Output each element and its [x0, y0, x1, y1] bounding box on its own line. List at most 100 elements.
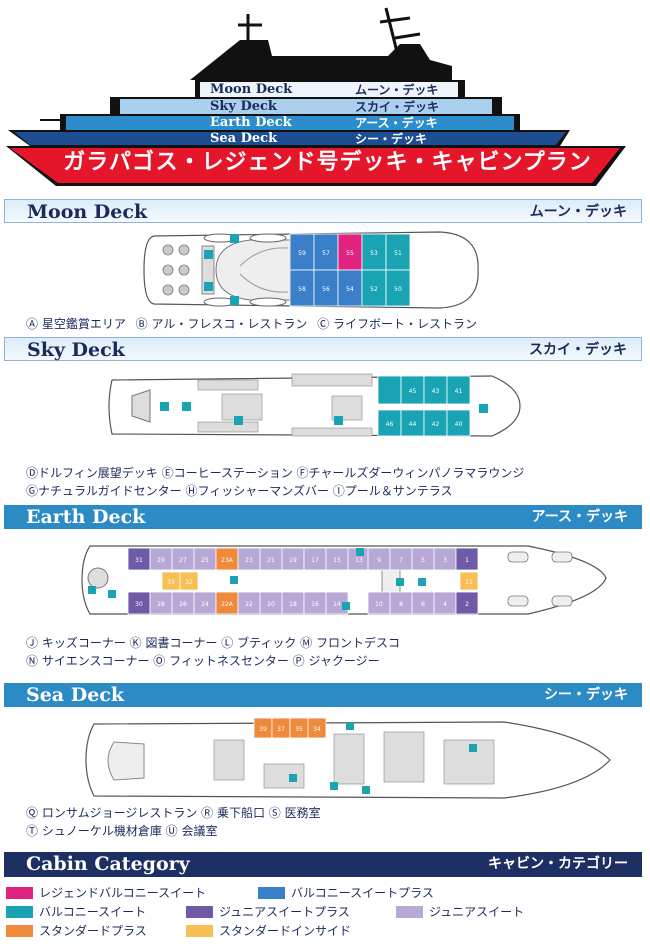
cabin-label: 4	[443, 601, 447, 608]
category-balcony-suite-plus: バルコニースイートプラス	[258, 886, 434, 900]
cabin-label: 2	[465, 601, 469, 608]
sky-deck-title-jp: スカイ・デッキ	[529, 342, 627, 358]
category-swatch	[258, 887, 285, 899]
cabin-41	[446, 375, 471, 405]
cabin-category-title: Cabin Category	[26, 853, 190, 875]
cabin-label: 25	[201, 557, 209, 564]
hero-sky-strip: Sky Deck スカイ・デッキ	[120, 99, 492, 115]
category-label: スタンダードインサイド	[219, 924, 352, 938]
facility-j-marker	[418, 578, 426, 586]
category-standard-inside: スタンダードインサイド	[186, 924, 351, 938]
facility-o-marker	[108, 590, 116, 598]
cabin-51	[385, 233, 411, 271]
cabin-label: 28	[157, 601, 165, 608]
sky-legend-2: Ⓖナチュラルガイドセンター Ⓗフィッシャーマンズバー Ⓘプール＆サンテラス	[26, 484, 453, 498]
sky-deck-header: Sky Deck スカイ・デッキ	[4, 337, 642, 361]
cabin-label: 45	[409, 388, 417, 395]
facility-t-marker	[330, 782, 338, 790]
category-junior-suite: ジュニアスイート	[396, 905, 524, 919]
moon-deck-title-jp: ムーン・デッキ	[529, 204, 627, 220]
cabin-label: 7	[399, 557, 403, 564]
category-label: レジェンドバルコニースイート	[39, 886, 207, 900]
sea-deck-title-jp: シー・デッキ	[544, 687, 628, 703]
category-swatch	[396, 906, 423, 918]
cabin-label: 40	[455, 421, 463, 428]
cabin-label: 35	[295, 726, 303, 733]
sky-deck-title: Sky Deck	[27, 339, 125, 361]
cabin-label: 39	[259, 726, 267, 733]
facility-c-marker	[230, 234, 239, 243]
cabin-label: 41	[455, 388, 463, 395]
facility-d-marker	[479, 404, 488, 413]
hero-sea-en: Sea Deck	[210, 131, 278, 146]
cabin-label: 22A	[221, 601, 234, 608]
cabin-40	[446, 409, 471, 437]
earth-deck-title-jp: アース・デッキ	[531, 509, 628, 525]
cabin-label: 15	[333, 557, 341, 564]
cabin-category-header: Cabin Category キャビン・カテゴリー	[4, 852, 642, 877]
cabin-label: 55	[346, 250, 354, 257]
hero-earth-en: Earth Deck	[210, 115, 292, 130]
cabin-label: 9	[377, 557, 381, 564]
cabin-label: 21	[267, 557, 275, 564]
ship-illustration	[6, 7, 626, 186]
facility-g-marker	[234, 416, 243, 425]
facility-e-marker	[384, 384, 393, 393]
cabin-label: 57	[322, 250, 330, 257]
facility-k-marker	[396, 578, 404, 586]
cabin-label: 56	[322, 286, 330, 293]
facility-u-marker	[289, 774, 297, 782]
cabin-label: 23	[245, 557, 253, 564]
cabin-label: 14	[333, 601, 341, 608]
hero-sea-jp: シー・デッキ	[355, 132, 428, 146]
cabin-50	[385, 269, 411, 307]
moon-legend-b: Ⓑ アル・フレスコ・レストラン	[135, 317, 308, 331]
hero-sea-strip: Sea Deck シー・デッキ	[14, 131, 566, 147]
cabin-label: 44	[409, 421, 417, 428]
sea-deck-header: Sea Deck シー・デッキ	[4, 683, 642, 707]
earth-legend-1: Ⓙ キッズコーナー Ⓚ 図書コーナー Ⓛ ブティック Ⓜ フロントデスコ	[26, 636, 400, 650]
category-label: ジュニアスイートプラス	[219, 905, 350, 919]
cabin-label: 50	[394, 286, 402, 293]
category-swatch	[186, 906, 213, 918]
moon-deck-title: Moon Deck	[27, 201, 148, 223]
cabin-1	[455, 547, 479, 571]
cabin-label: 46	[386, 421, 394, 428]
hero-banner: Moon Deck ムーン・デッキ Sky Deck スカイ・デッキ Earth…	[0, 0, 650, 190]
cabin-56	[313, 269, 339, 307]
facility-f-marker	[334, 416, 343, 425]
facility-l-marker	[356, 548, 364, 556]
cabin-label: 3	[443, 557, 447, 564]
cabin-label: 33	[167, 579, 175, 586]
category-swatch	[6, 887, 33, 899]
cabin-label: 16	[311, 601, 319, 608]
category-swatch	[6, 925, 33, 937]
facility-q-marker	[469, 744, 477, 752]
facility-p-marker	[88, 586, 96, 594]
cabin-label: 29	[157, 557, 165, 564]
cabin-label: 59	[298, 250, 306, 257]
hero-sky-jp: スカイ・デッキ	[355, 100, 440, 114]
cabin-54	[337, 269, 363, 307]
cabin-label: 17	[311, 557, 319, 564]
category-swatch	[186, 925, 213, 937]
moon-legend: Ⓐ 星空鑑賞エリア Ⓑ アル・フレスコ・レストラン Ⓒ ライフボート・レストラン	[26, 317, 483, 332]
category-standard-plus: スタンダードプラス	[6, 924, 147, 938]
facility-i-marker	[160, 402, 169, 411]
cabin-label: 20	[267, 601, 275, 608]
facility-c-marker-2	[230, 296, 239, 305]
facility-s-marker	[346, 722, 354, 730]
cabin-label: 53	[370, 250, 378, 257]
cabin-label: 10	[375, 601, 383, 608]
category-label: ジュニアスイート	[429, 905, 525, 919]
cabin-label: 42	[432, 421, 440, 428]
cabin-label: 22	[245, 601, 253, 608]
hero-earth-strip: Earth Deck アース・デッキ	[66, 115, 514, 131]
facility-r-marker	[362, 786, 370, 794]
facility-a-marker	[204, 250, 213, 259]
facility-b-marker	[204, 282, 213, 291]
facility-h-marker	[182, 402, 191, 411]
